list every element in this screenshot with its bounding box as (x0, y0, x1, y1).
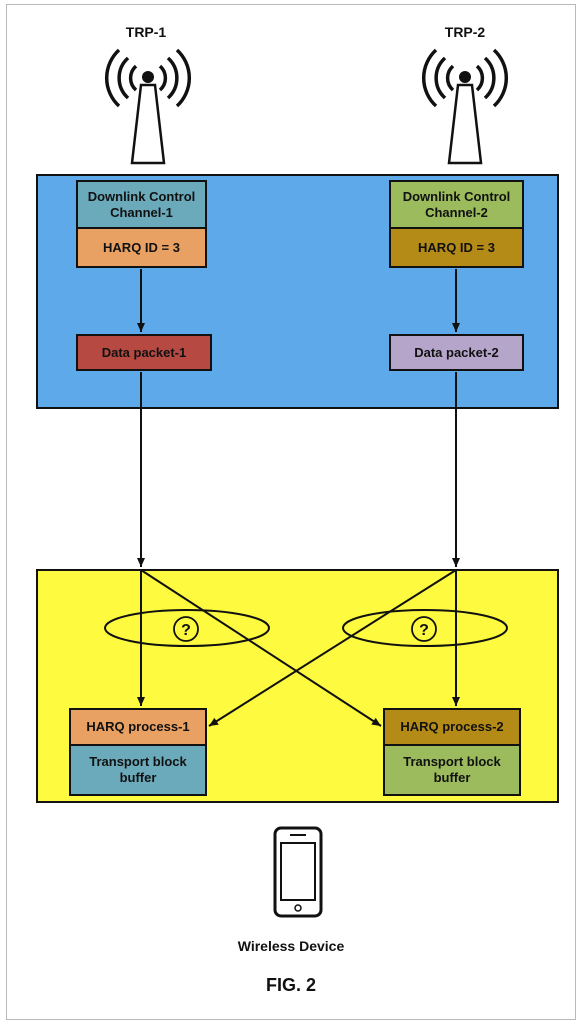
wireless-device-label: Wireless Device (237, 938, 345, 954)
transport-block-buffer-2: Transport block buffer (383, 744, 521, 796)
arrow-packet-2-to-process-1 (208, 569, 457, 727)
figure-frame (6, 4, 576, 1020)
question-mark-2: ? (419, 622, 429, 639)
ambiguity-ellipse-1 (104, 609, 270, 647)
arrow-packet-1-to-process-2 (140, 569, 382, 727)
trp-1-antenna-icon (105, 48, 191, 165)
harq-id-2: HARQ ID = 3 (389, 227, 524, 268)
phone-icon (273, 826, 323, 918)
trp-2-antenna-icon (422, 48, 508, 165)
question-circle-icon-1 (173, 616, 199, 642)
data-packet-1: Data packet-1 (76, 334, 212, 371)
harq-process-1: HARQ process-1 (69, 708, 207, 746)
question-circle-icon-2 (411, 616, 437, 642)
figure-caption: FIG. 2 (265, 975, 316, 995)
trp-2-label: TRP-2 (444, 24, 486, 40)
ambiguity-ellipse-2 (342, 609, 508, 647)
question-mark-1: ? (181, 622, 191, 639)
harq-id-1: HARQ ID = 3 (76, 227, 207, 268)
trp-1-label: TRP-1 (125, 24, 167, 40)
downlink-control-channel-1: Downlink Control Channel-1 (76, 180, 207, 229)
transport-block-buffer-1: Transport block buffer (69, 744, 207, 796)
harq-process-2: HARQ process-2 (383, 708, 521, 746)
data-packet-2: Data packet-2 (389, 334, 524, 371)
downlink-control-channel-2: Downlink Control Channel-2 (389, 180, 524, 229)
